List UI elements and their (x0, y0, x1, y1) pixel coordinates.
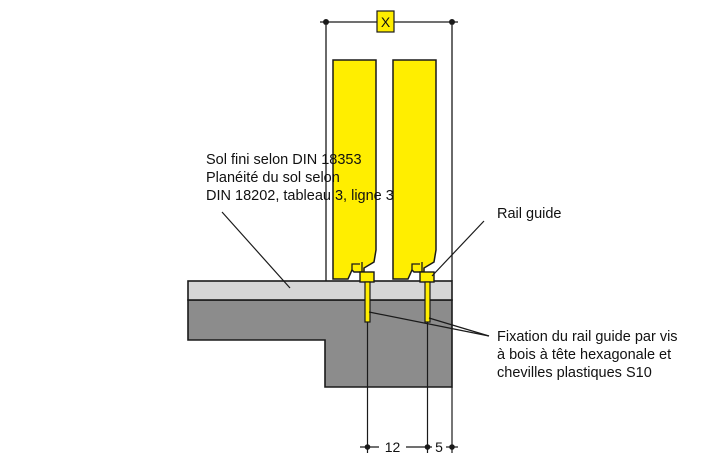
fixation-callout-leader-left (368, 311, 490, 337)
rail-callout-text: Rail guide (497, 206, 562, 222)
fixation-callout-leader-right (428, 317, 490, 337)
fixation-callout-line-3: chevilles plastiques S10 (497, 365, 652, 381)
concrete-slab (187, 299, 453, 388)
door-panel-left-groove (351, 262, 363, 272)
top-dimension-label-box (376, 10, 395, 33)
bottom-dimension-offset-label: 5 (435, 439, 443, 455)
bottom-dimension-tick-left (364, 444, 371, 450)
floor-callout-line-1: Sol fini selon DIN 18353 (206, 152, 362, 168)
bottom-dimension-gap-label: 12 (385, 439, 401, 455)
door-panel-right-groove (411, 262, 423, 272)
fixation-callout-line-1: Fixation du rail guide par vis (497, 329, 678, 345)
floor-callout-leader (221, 211, 291, 289)
top-dimension-tick-left (323, 19, 329, 25)
screw-left (364, 281, 371, 323)
bottom-dimension-tick-right (449, 444, 455, 450)
floor-callout-line-3: DIN 18202, tableau 3, ligne 3 (206, 188, 394, 204)
bottom-dimension-tick-mid (424, 444, 431, 450)
top-dimension-label: X (381, 14, 391, 30)
guide-rail-left (359, 271, 375, 283)
rail-callout-leader (431, 220, 485, 277)
fixation-callout-line-2: à bois à tête hexagonale et (497, 347, 671, 363)
door-panel-right (392, 59, 437, 280)
screw-right (424, 281, 431, 323)
guide-rail-right (419, 271, 435, 283)
floor-callout-line-2: Planéité du sol selon (206, 170, 340, 186)
top-dimension-tick-right (449, 19, 455, 25)
finished-floor-layer (187, 280, 453, 301)
